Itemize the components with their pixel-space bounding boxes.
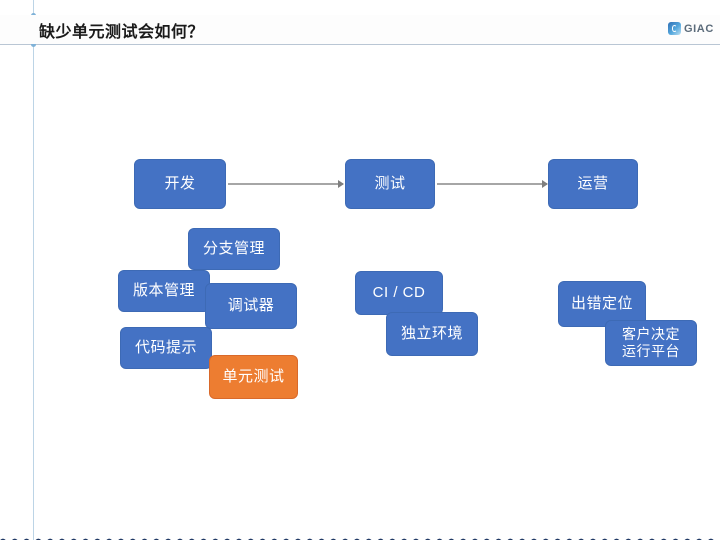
page-title: 缺少单元测试会如何？ (39, 24, 205, 41)
item-label: 出错定位 (570, 295, 633, 313)
item-label: 单元测试 (222, 368, 285, 386)
stage-box-测试[interactable]: 测试 (345, 159, 435, 209)
development-tools-box-单元测试[interactable]: 单元测试 (209, 355, 298, 399)
guide-line-vertical (33, 0, 34, 540)
item-label: 分支管理 (202, 240, 265, 258)
guide-line-horizontal-bottom (0, 44, 720, 45)
item-label: 调试器 (227, 297, 275, 315)
bottom-wave-decoration (0, 531, 720, 540)
stage-box-运营[interactable]: 运营 (548, 159, 638, 209)
item-label: 独立环境 (400, 325, 463, 343)
guide-handle-bottom (31, 42, 36, 47)
logo-text: GIAC (684, 22, 714, 35)
development-tools-box-版本管理[interactable]: 版本管理 (118, 270, 210, 312)
testing-tools-box-ci---cd[interactable]: CI / CD (355, 271, 443, 315)
title-band (0, 15, 720, 44)
development-tools-box-分支管理[interactable]: 分支管理 (188, 228, 280, 270)
operations-tools-box-出错定位[interactable]: 出错定位 (558, 281, 646, 327)
flow-arrow-2 (437, 180, 548, 188)
item-label: 代码提示 (134, 339, 197, 357)
stage-label: 运营 (577, 175, 609, 193)
item-label: 客户决定 运行平台 (622, 326, 680, 359)
giac-logo: GIAC (668, 22, 714, 35)
flow-arrow-1 (228, 180, 344, 188)
stage-label: 测试 (374, 175, 406, 193)
operations-tools-box-客户决定-运行平台[interactable]: 客户决定 运行平台 (605, 320, 697, 366)
stage-label: 开发 (164, 175, 196, 193)
item-label: 版本管理 (132, 282, 195, 300)
wave-svg (0, 538, 714, 540)
giac-c-icon (668, 22, 681, 35)
item-label: CI / CD (372, 284, 426, 302)
development-tools-box-代码提示[interactable]: 代码提示 (120, 327, 212, 369)
development-tools-box-调试器[interactable]: 调试器 (205, 283, 297, 329)
stage-box-开发[interactable]: 开发 (134, 159, 226, 209)
testing-tools-box-独立环境[interactable]: 独立环境 (386, 312, 478, 356)
